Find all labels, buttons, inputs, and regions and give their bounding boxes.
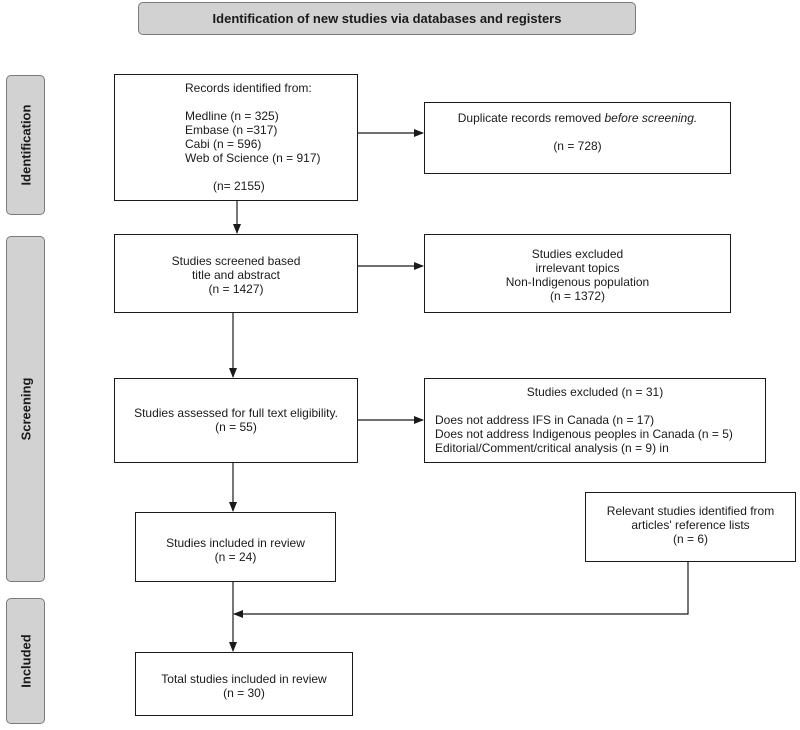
reference-lists-line2: articles' reference lists bbox=[631, 518, 750, 532]
stage-identification: Identification bbox=[6, 75, 45, 215]
studies-included-review-box: Studies included in review (n = 24) bbox=[135, 512, 336, 582]
stage-screening-label: Screening bbox=[18, 377, 33, 441]
studies-screened-line2: title and abstract bbox=[191, 268, 281, 282]
studies-screened-box: Studies screened based title and abstrac… bbox=[114, 234, 358, 313]
records-identified-total: (n= 2155) bbox=[213, 179, 265, 193]
exclusion-reason-ifs: Does not address IFS in Canada (n = 17) bbox=[435, 413, 655, 427]
source-embase: Embase (n =317) bbox=[185, 123, 278, 137]
stage-screening: Screening bbox=[6, 236, 45, 582]
excluded-screening-line3: Non-Indigenous population bbox=[505, 275, 650, 289]
duplicates-removed-text: Duplicate records removed bbox=[457, 111, 605, 125]
reference-lists-count: (n = 6) bbox=[672, 532, 708, 546]
studies-screened-count: (n = 1427) bbox=[208, 282, 264, 296]
stage-included: Included bbox=[6, 598, 45, 724]
duplicates-removed-emphasis: before screening. bbox=[604, 111, 698, 125]
exclusion-reason-editorial: Editorial/Comment/critical analysis (n =… bbox=[435, 441, 669, 455]
reference-lists-line1: Relevant studies identified from bbox=[606, 504, 775, 518]
included-review-count: (n = 24) bbox=[214, 550, 257, 564]
excluded-screening-line1: Studies excluded bbox=[531, 247, 624, 261]
reference-lists-box: Relevant studies identified from article… bbox=[585, 492, 796, 562]
included-review-line1: Studies included in review bbox=[166, 536, 305, 550]
source-cabi: Cabi (n = 596) bbox=[185, 137, 262, 151]
header-title: Identification of new studies via databa… bbox=[212, 11, 562, 26]
full-text-count: (n = 55) bbox=[215, 420, 257, 434]
total-included-box: Total studies included in review (n = 30… bbox=[135, 652, 353, 716]
excluded-screening-count: (n = 1372) bbox=[549, 289, 606, 303]
total-included-count: (n = 30) bbox=[223, 686, 265, 700]
studies-excluded-screening-box: Studies excluded irrelevant topics Non-I… bbox=[424, 234, 731, 313]
records-identified-title: Records identified from: bbox=[185, 81, 312, 95]
exclusion-reason-indigenous: Does not address Indigenous peoples in C… bbox=[435, 427, 733, 441]
records-identified-box: Records identified from: Medline (n = 32… bbox=[114, 74, 358, 201]
stage-identification-label: Identification bbox=[18, 104, 33, 186]
duplicates-removed-count: (n = 728) bbox=[553, 139, 602, 153]
source-medline: Medline (n = 325) bbox=[185, 109, 279, 123]
total-included-line1: Total studies included in review bbox=[161, 672, 327, 686]
studies-excluded-full-text-box: Studies excluded (n = 31) Does not addre… bbox=[424, 378, 766, 463]
source-web-of-science: Web of Science (n = 917) bbox=[185, 151, 321, 165]
studies-screened-line1: Studies screened based bbox=[171, 254, 301, 268]
duplicates-removed-box: Duplicate records removed before screeni… bbox=[424, 102, 731, 174]
full-text-line1: Studies assessed for full text eligibili… bbox=[134, 406, 338, 420]
excluded-full-text-title: Studies excluded (n = 31) bbox=[526, 385, 664, 399]
diagram-header: Identification of new studies via databa… bbox=[138, 2, 636, 35]
excluded-screening-line2: irrelevant topics bbox=[535, 261, 620, 275]
full-text-assessed-box: Studies assessed for full text eligibili… bbox=[114, 378, 358, 463]
stage-included-label: Included bbox=[18, 634, 33, 688]
